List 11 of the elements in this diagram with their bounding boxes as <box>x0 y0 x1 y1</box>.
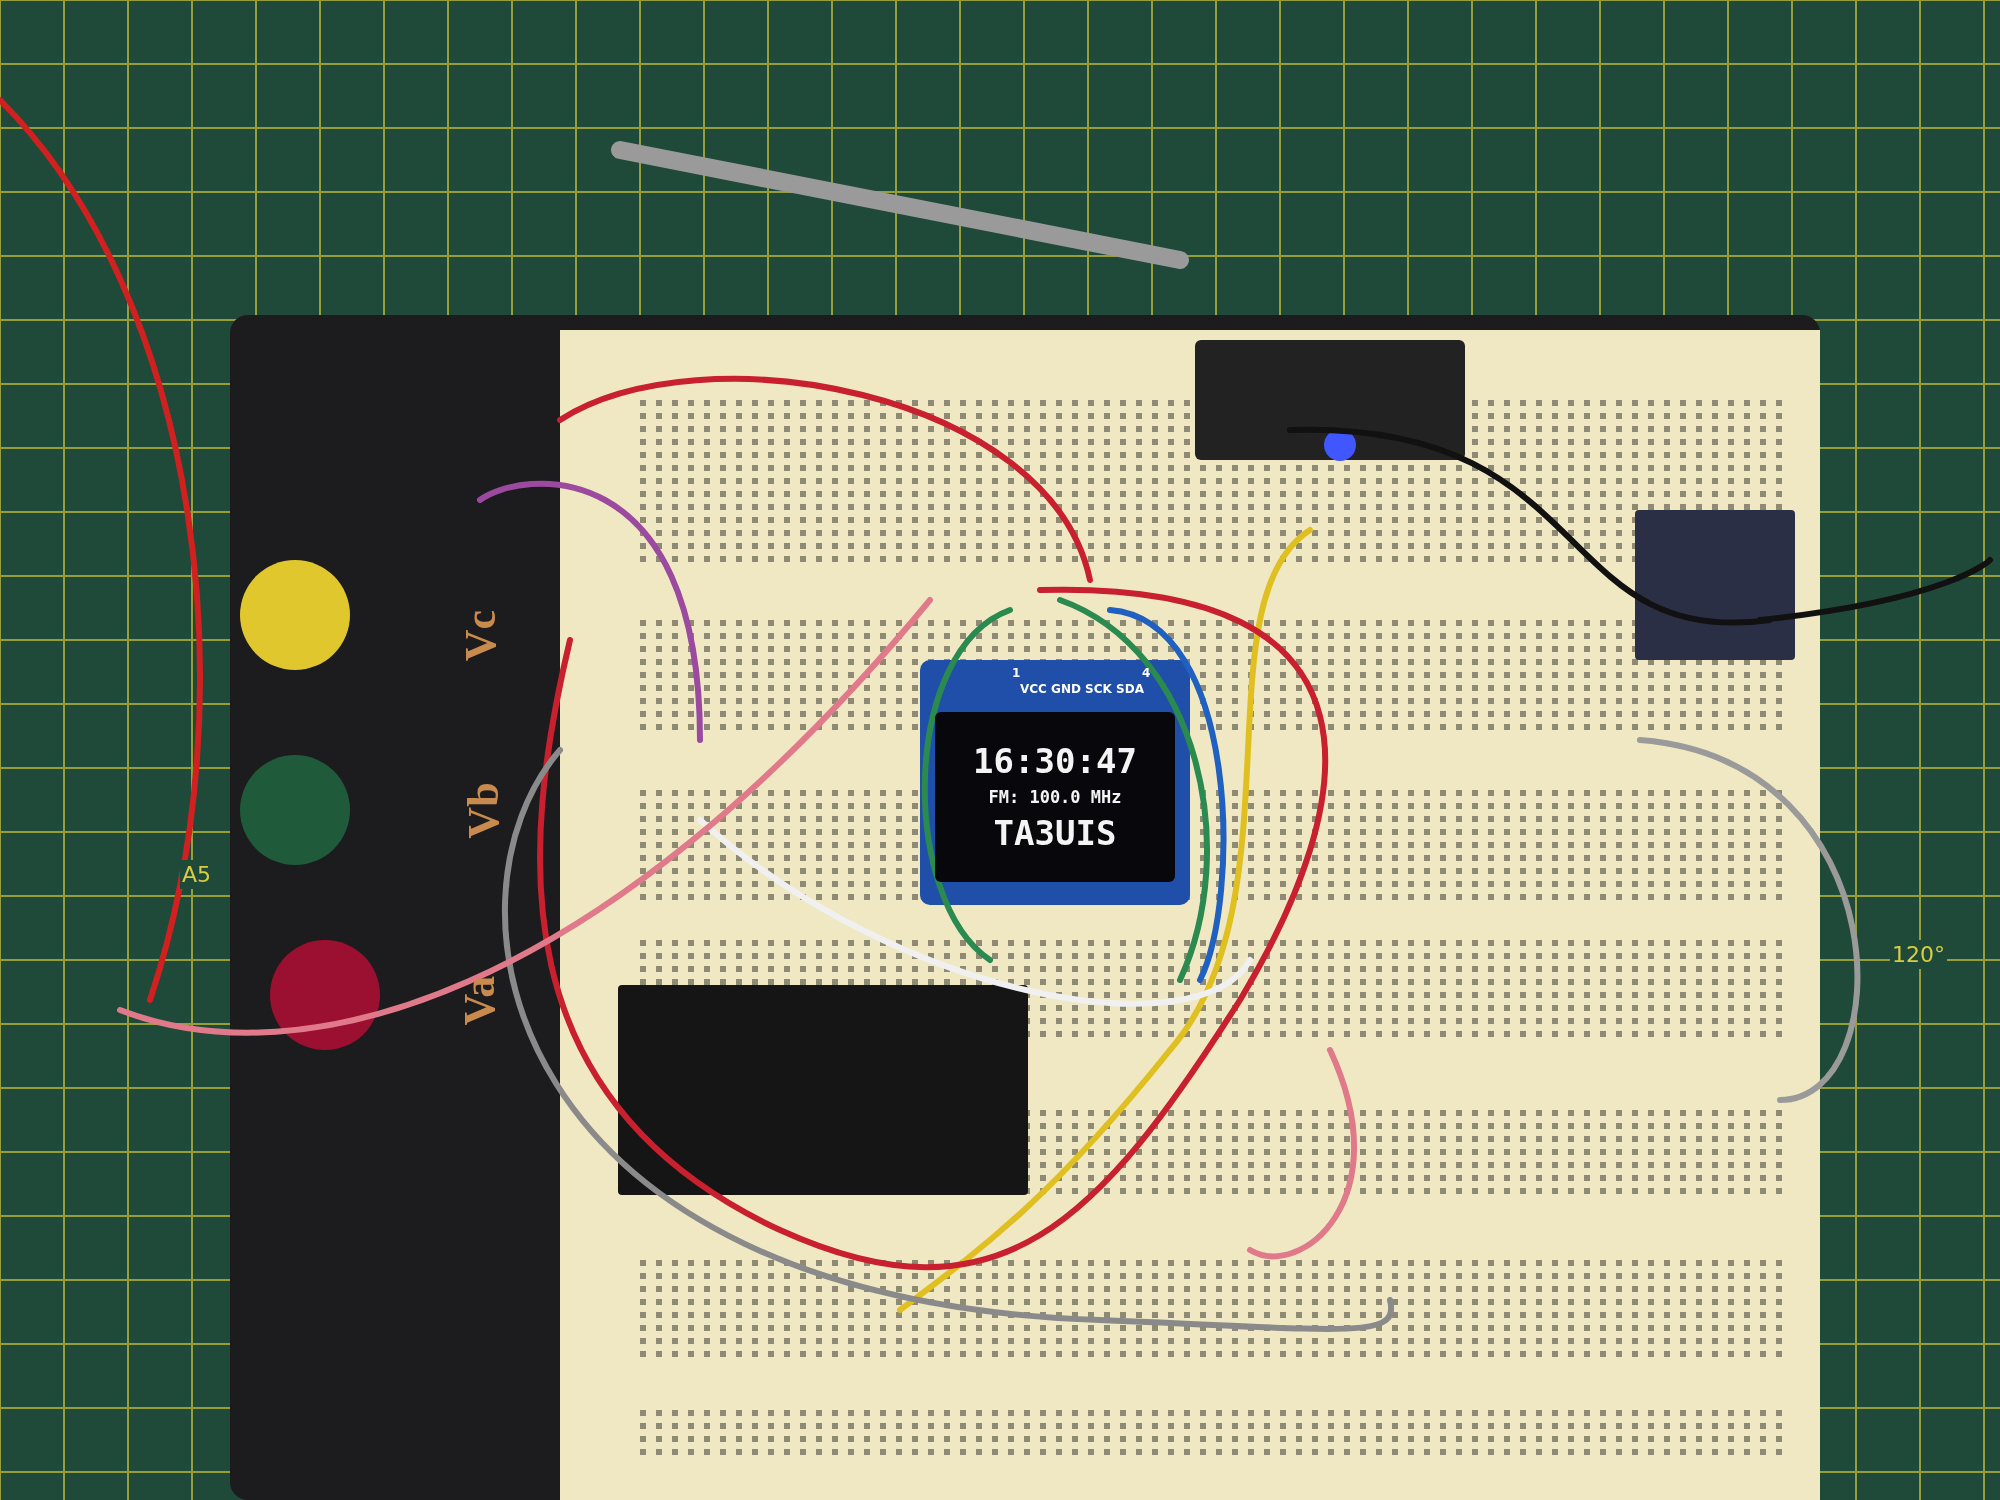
oled-screen <box>935 712 1175 882</box>
pin-number: 4 <box>1142 666 1151 680</box>
pin-number: 1 <box>1012 666 1021 680</box>
pin-labels: VCC GND SCK SDA <box>1020 682 1144 696</box>
terminal-label: Va <box>454 975 506 1026</box>
callsign-readout: TA3UIS <box>993 813 1117 853</box>
frequency-readout: FM: 100.0 MHz <box>988 787 1122 807</box>
terminal-label: Vc <box>455 609 507 662</box>
terminal-label: Vb <box>457 782 509 839</box>
angle-label: 120° <box>1890 940 1947 969</box>
clock-readout: 16:30:47 <box>973 741 1137 781</box>
